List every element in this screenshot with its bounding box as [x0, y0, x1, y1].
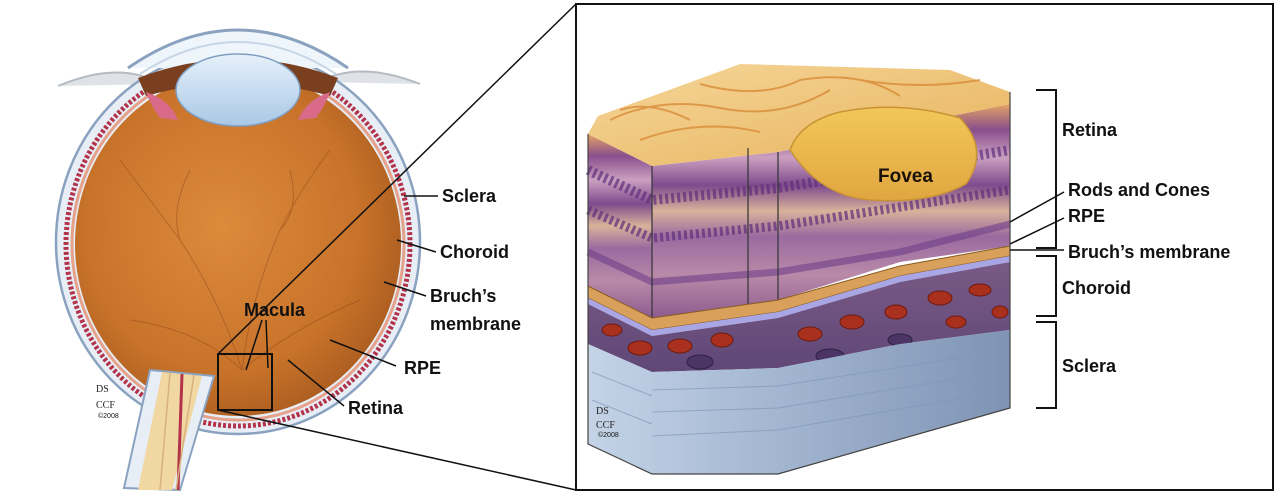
- section-label-choroid: Choroid: [1062, 278, 1131, 298]
- artist-signature-left: DS CCF ©2008: [96, 384, 119, 420]
- svg-text:CCF: CCF: [596, 420, 615, 431]
- macula-zoom-box: [217, 353, 273, 411]
- eye-lens: [175, 53, 301, 127]
- svg-text:©2008: ©2008: [98, 412, 119, 420]
- svg-text:CCF: CCF: [96, 400, 115, 411]
- eye-label-rpe: RPE: [404, 358, 441, 378]
- section-label-sclera: Sclera: [1062, 356, 1117, 376]
- zoom-connector: [217, 3, 577, 491]
- layer-brackets: [1036, 89, 1057, 409]
- eye-label-bruchs-1: Bruch’s: [430, 286, 496, 306]
- section-label-rods-cones: Rods and Cones: [1068, 180, 1210, 200]
- section-leader-lines: [1009, 191, 1065, 251]
- retina-cross-section-block: DS CCF ©2008: [585, 64, 1011, 475]
- artist-signature-right: DS CCF ©2008: [596, 406, 619, 439]
- eye-label-retina: Retina: [348, 398, 404, 418]
- eye-label-choroid: Choroid: [440, 242, 509, 262]
- section-label-retina: Retina: [1062, 120, 1118, 140]
- optic-nerve: [122, 368, 216, 492]
- choroid-block: [588, 262, 1010, 372]
- fovea-pit: [789, 106, 978, 202]
- section-label-bruchs: Bruch’s membrane: [1068, 242, 1230, 262]
- svg-text:DS: DS: [96, 384, 109, 395]
- retina-top-surface: [588, 64, 1010, 166]
- svg-text:DS: DS: [596, 406, 609, 417]
- eye-label-macula: Macula: [244, 300, 306, 320]
- svg-text:©2008: ©2008: [598, 431, 619, 439]
- eye-leader-lines: [245, 195, 438, 407]
- eye-label-bruchs-2: membrane: [430, 314, 521, 334]
- eye-cornea: [127, 28, 349, 70]
- section-label-fovea: Fovea: [878, 166, 933, 187]
- bruchs-membrane-band: [588, 256, 1010, 336]
- eye-cross-section: DS CCF ©2008: [54, 28, 422, 492]
- eye-label-sclera: Sclera: [442, 186, 497, 206]
- section-label-rpe: RPE: [1068, 206, 1105, 226]
- eye-vitreous: [75, 72, 401, 416]
